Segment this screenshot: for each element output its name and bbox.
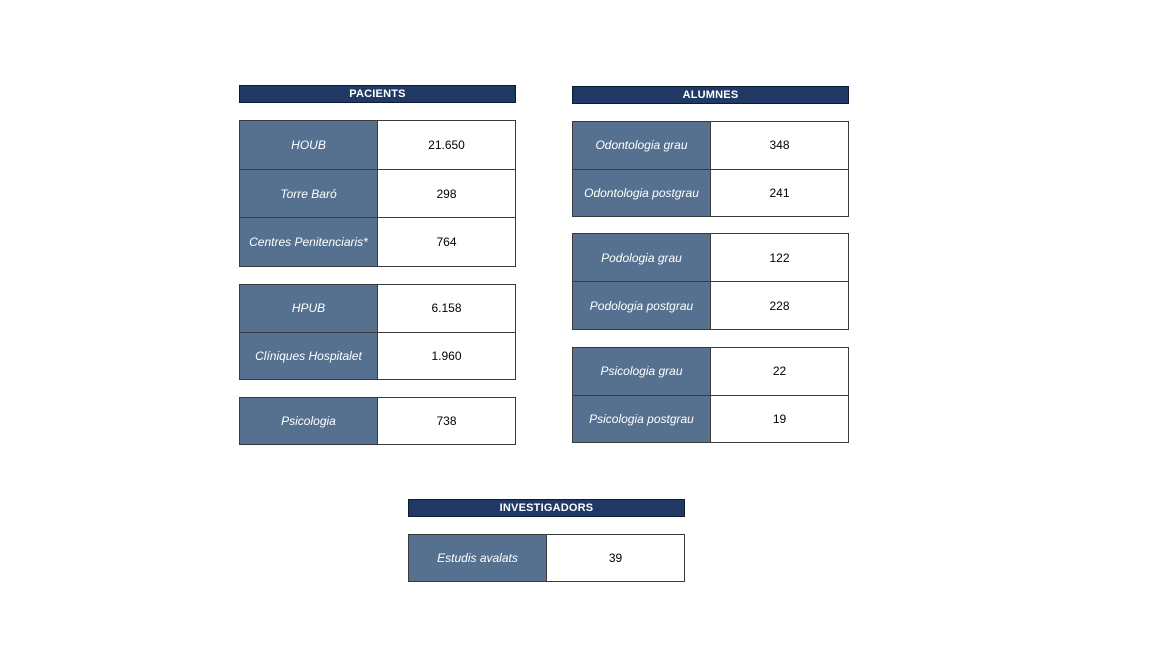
row-value: 228 [711,282,848,329]
row-label: Psicologia [240,398,378,444]
row-value: 298 [378,169,515,218]
row-value: 39 [547,535,684,581]
table-row: Odontologia grau 348 [573,122,848,169]
pacients-group-3: Psicologia 738 [239,397,516,445]
table-row: Psicologia postgrau 19 [573,394,848,442]
table-row: Psicologia grau 22 [573,348,848,395]
table-row: Centres Penitenciaris* 764 [240,217,515,267]
row-label: Psicologia postgrau [573,395,711,442]
alumnes-group-1: Odontologia grau 348 Odontologia postgra… [572,121,849,217]
row-label: Odontologia grau [573,122,711,169]
row-label: Torre Baró [240,169,378,218]
row-value: 122 [711,234,848,281]
row-value: 348 [711,122,848,169]
row-value: 1.960 [378,332,515,379]
row-value: 21.650 [378,121,515,169]
row-label: Podologia postgrau [573,282,711,329]
table-row: Psicologia 738 [240,398,515,444]
row-label: Clíniques Hospitalet [240,332,378,379]
alumnes-header: ALUMNES [572,86,849,104]
alumnes-group-2: Podologia grau 122 Podologia postgrau 22… [572,233,849,330]
table-row: Clíniques Hospitalet 1.960 [240,331,515,379]
row-value: 764 [378,218,515,267]
table-row: HOUB 21.650 [240,121,515,169]
row-label: Estudis avalats [409,535,547,581]
investigadors-header: INVESTIGADORS [408,499,685,517]
pacients-group-2: HPUB 6.158 Clíniques Hospitalet 1.960 [239,284,516,380]
table-row: Torre Baró 298 [240,168,515,218]
row-value: 22 [711,348,848,395]
row-label: HOUB [240,121,378,169]
row-label: Podologia grau [573,234,711,281]
table-row: Podologia grau 122 [573,234,848,281]
row-label: Centres Penitenciaris* [240,218,378,267]
row-value: 738 [378,398,515,444]
row-label: Odontologia postgrau [573,169,711,216]
investigadors-group-1: Estudis avalats 39 [408,534,685,582]
table-row: HPUB 6.158 [240,285,515,332]
pacients-group-1: HOUB 21.650 Torre Baró 298 Centres Penit… [239,120,516,267]
row-value: 241 [711,169,848,216]
row-value: 6.158 [378,285,515,332]
row-value: 19 [711,395,848,442]
table-row: Estudis avalats 39 [409,535,684,581]
table-row: Podologia postgrau 228 [573,281,848,329]
pacients-header: PACIENTS [239,85,516,103]
row-label: HPUB [240,285,378,332]
table-row: Odontologia postgrau 241 [573,168,848,216]
alumnes-group-3: Psicologia grau 22 Psicologia postgrau 1… [572,347,849,443]
row-label: Psicologia grau [573,348,711,395]
